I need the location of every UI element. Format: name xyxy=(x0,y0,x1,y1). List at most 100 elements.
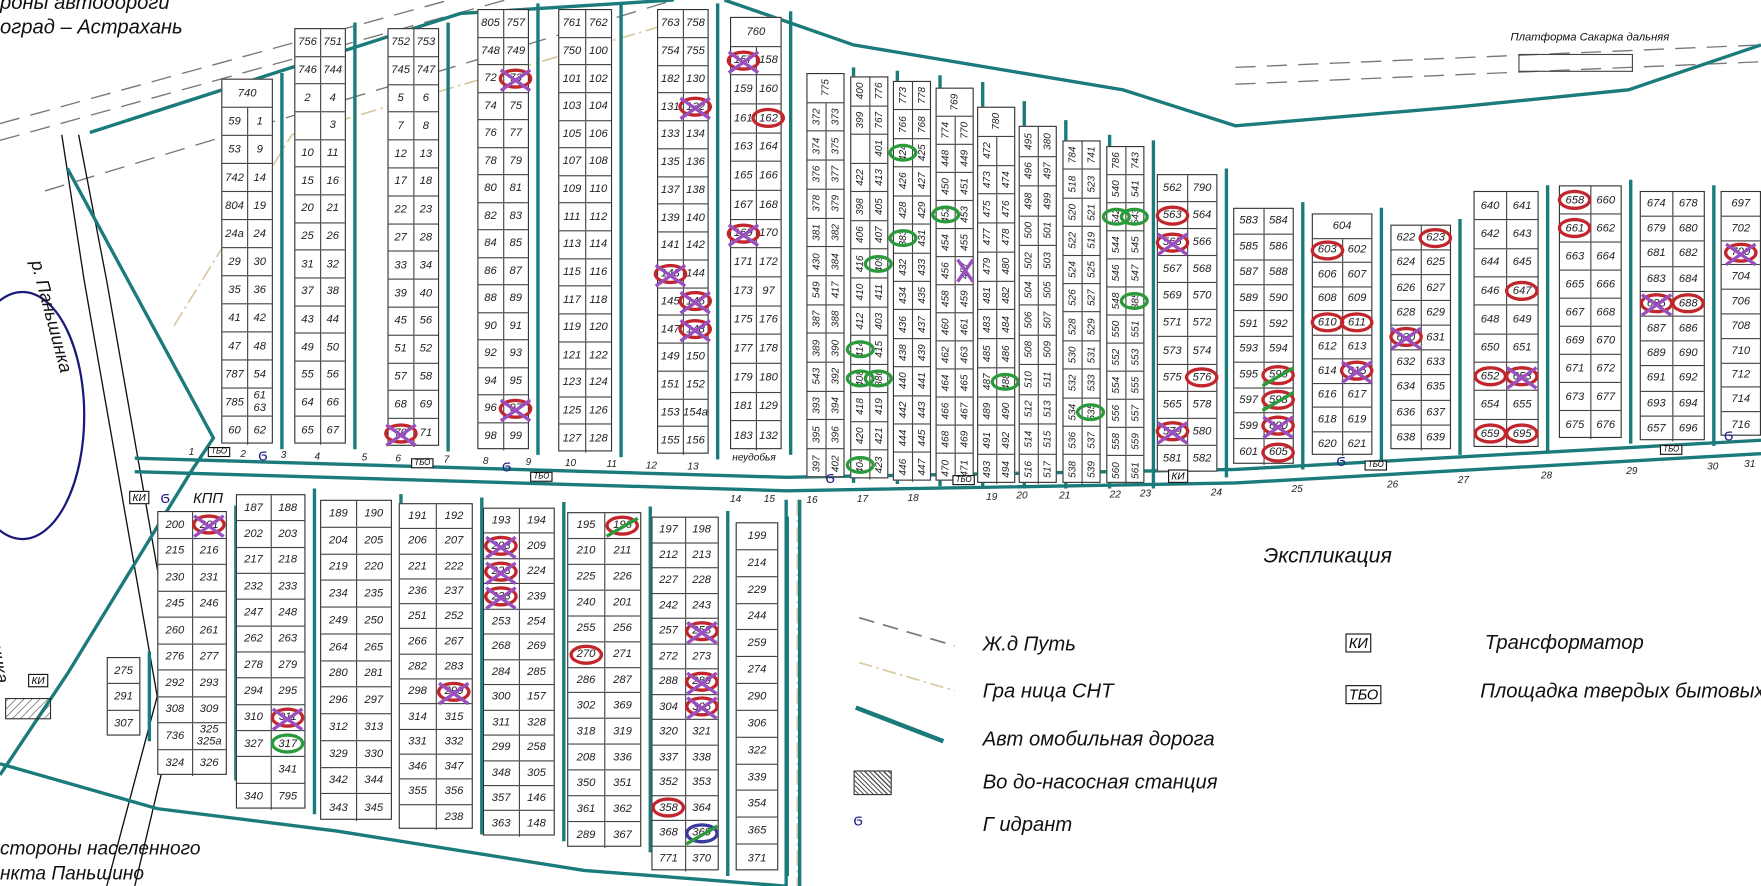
plot-cell[interactable]: 190 xyxy=(357,501,391,527)
plot-cell[interactable]: 630 xyxy=(1388,325,1423,350)
plot-cell[interactable]: 465 xyxy=(955,369,972,396)
plot-cell[interactable]: 152 xyxy=(683,371,707,398)
plot-cell[interactable]: 761 xyxy=(559,10,586,37)
plot-cell[interactable]: 532 xyxy=(1064,369,1083,398)
plot-cell[interactable]: 458 xyxy=(937,285,956,313)
plot-cell[interactable]: 107 xyxy=(559,148,586,175)
plot-cell[interactable]: 474 xyxy=(997,166,1014,194)
plot-cell[interactable]: 73 xyxy=(498,65,533,91)
plot-cell[interactable]: 395 xyxy=(808,420,827,449)
plot-cell[interactable]: 247 xyxy=(237,600,272,626)
plot-cell[interactable]: 57 xyxy=(389,363,414,391)
plot-cell[interactable]: 353 xyxy=(686,770,718,794)
plot-cell[interactable]: 565 xyxy=(1158,391,1188,418)
plot-cell[interactable]: 193 xyxy=(484,508,520,533)
plot-cell[interactable]: 179 xyxy=(731,363,757,392)
plot-cell[interactable]: 756 xyxy=(295,29,321,56)
plot-cell[interactable]: 665 xyxy=(1560,270,1591,298)
plot-cell[interactable]: 679 xyxy=(1641,216,1673,241)
plot-cell[interactable]: 251 xyxy=(400,604,437,629)
plot-cell[interactable] xyxy=(997,137,1014,165)
plot-cell[interactable]: 191 xyxy=(400,504,437,529)
plot-cell[interactable]: 666 xyxy=(1591,271,1621,298)
plot-cell[interactable]: 407 xyxy=(870,221,887,249)
plot-cell[interactable]: 89 xyxy=(504,285,528,311)
plot-cell[interactable]: 406 xyxy=(851,221,870,249)
plot-cell[interactable]: 409 xyxy=(863,250,894,278)
plot-cell[interactable]: 753 xyxy=(414,29,438,56)
plot-cell[interactable]: 472 xyxy=(978,136,997,165)
plot-cell[interactable]: 615 xyxy=(1340,359,1374,382)
plot-cell[interactable]: 518 xyxy=(1064,170,1083,198)
plot-cell[interactable] xyxy=(295,112,321,139)
plot-cell[interactable]: 320 xyxy=(653,719,686,745)
plot-cell[interactable]: 400 xyxy=(851,77,870,106)
plot-cell[interactable]: 786 xyxy=(1107,147,1126,175)
plot-cell[interactable]: 182 xyxy=(658,65,684,93)
plot-cell[interactable]: 635 xyxy=(1421,375,1450,399)
plot-cell[interactable]: 91 xyxy=(504,313,528,339)
plot-cell[interactable]: 304 xyxy=(653,694,686,719)
plot-cell[interactable]: 72 xyxy=(478,65,504,92)
plot-cell[interactable]: 121 xyxy=(559,341,586,369)
plot-cell[interactable]: 745 xyxy=(389,57,414,84)
plot-cell[interactable]: 688 xyxy=(1671,292,1706,316)
plot-cell[interactable]: 649 xyxy=(1507,306,1538,333)
plot-cell[interactable]: 539 xyxy=(1082,455,1099,484)
plot-cell[interactable]: 264 xyxy=(321,634,357,660)
plot-cell[interactable]: 308 xyxy=(158,696,193,723)
plot-cell[interactable]: 249 xyxy=(321,607,357,634)
plot-cell[interactable]: 45 xyxy=(389,307,414,335)
plot-cell[interactable]: 35 xyxy=(222,276,248,304)
plot-cell[interactable]: 330 xyxy=(357,741,391,767)
plot-cell[interactable]: 242 xyxy=(653,593,686,618)
plot-cell[interactable]: 583 xyxy=(1234,208,1265,234)
plot-cell[interactable]: 696 xyxy=(1673,416,1704,441)
plot-cell[interactable]: 461 xyxy=(955,313,972,340)
plot-cell[interactable]: 787 xyxy=(222,360,248,388)
plot-cell[interactable]: 763 xyxy=(658,10,684,37)
plot-cell[interactable]: 83 xyxy=(504,203,528,229)
plot-cell[interactable]: 117 xyxy=(559,286,586,314)
plot-cell[interactable]: 98 xyxy=(478,422,504,451)
plot-cell[interactable]: 71 xyxy=(414,419,438,447)
plot-cell[interactable]: 101 xyxy=(559,65,586,92)
plot-cell[interactable]: 119 xyxy=(559,314,586,341)
plot-cell[interactable]: 433 xyxy=(913,253,930,280)
plot-cell[interactable]: 103 xyxy=(559,93,586,120)
plot-cell[interactable]: 710 xyxy=(1722,339,1760,362)
plot-cell[interactable]: 111 xyxy=(559,203,586,231)
plot-cell[interactable]: 404 xyxy=(845,450,875,480)
plot-cell[interactable]: 381 xyxy=(808,218,827,247)
plot-cell[interactable]: 361 xyxy=(568,796,605,822)
plot-cell[interactable]: 88 xyxy=(478,285,504,312)
plot-cell[interactable]: 626 xyxy=(1392,275,1422,300)
plot-cell[interactable]: 160 xyxy=(756,76,780,104)
plot-cell[interactable]: 305 xyxy=(519,761,553,785)
plot-cell[interactable]: 148 xyxy=(519,811,553,836)
plot-cell[interactable]: 207 xyxy=(436,529,471,553)
plot-cell[interactable]: 139 xyxy=(658,204,684,232)
plot-cell[interactable]: 142 xyxy=(683,232,707,259)
plot-cell[interactable]: 629 xyxy=(1421,301,1450,325)
plot-cell[interactable]: 552 xyxy=(1107,343,1126,371)
plot-cell[interactable]: 339 xyxy=(737,764,777,790)
plot-cell[interactable]: 232 xyxy=(237,573,272,599)
plot-cell[interactable]: 516 xyxy=(1020,454,1039,485)
plot-cell[interactable]: 636 xyxy=(1392,400,1422,425)
plot-cell[interactable]: 712 xyxy=(1722,363,1760,386)
plot-cell[interactable]: 659 xyxy=(1473,419,1507,449)
plot-cell[interactable]: 489 xyxy=(978,397,997,426)
plot-cell[interactable]: 202 xyxy=(237,521,272,547)
plot-cell[interactable]: 650 xyxy=(1475,334,1507,362)
plot-cell[interactable]: 496 xyxy=(1020,156,1039,186)
plot-cell[interactable]: 278 xyxy=(237,652,272,678)
plot-cell[interactable]: 262 xyxy=(237,626,272,652)
plot-cell[interactable]: 14 xyxy=(248,164,272,191)
plot-cell[interactable]: 413 xyxy=(870,164,887,192)
plot-cell[interactable]: 459 xyxy=(955,285,972,312)
plot-cell[interactable]: 678 xyxy=(1673,192,1704,216)
plot-cell[interactable]: 578 xyxy=(1188,392,1217,418)
plot-cell[interactable]: 331 xyxy=(400,729,437,754)
plot-cell[interactable]: 427 xyxy=(913,168,930,195)
